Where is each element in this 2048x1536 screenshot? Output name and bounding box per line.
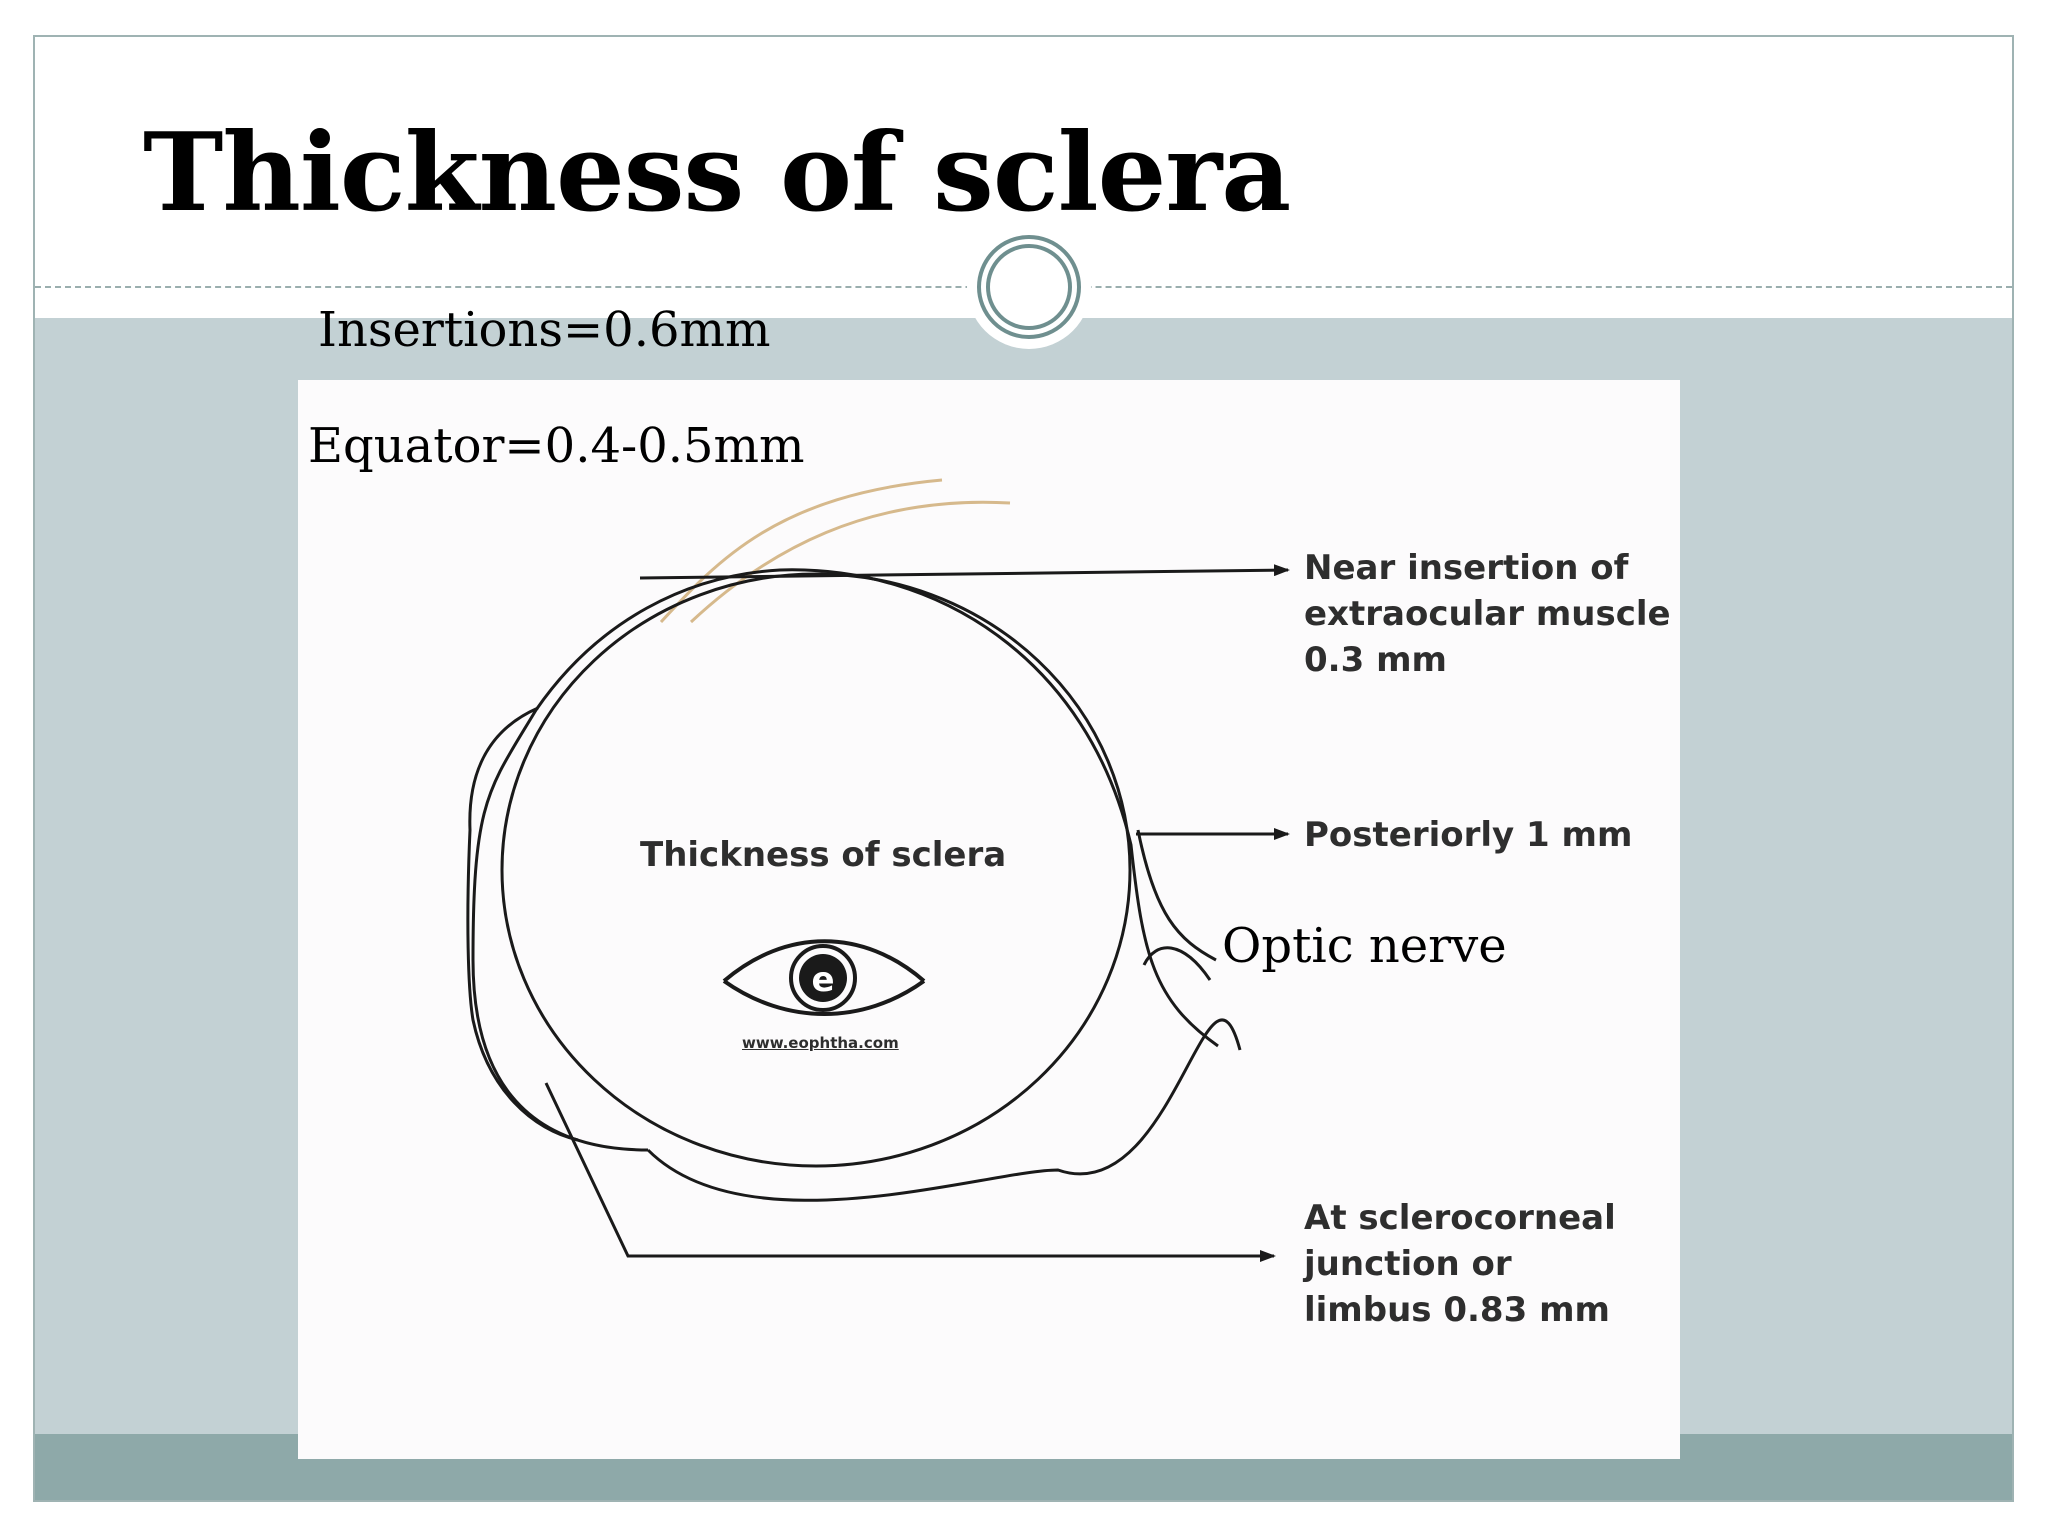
slide-title: Thickness of sclera bbox=[143, 110, 1291, 236]
callout-line: Posteriorly 1 mm bbox=[1304, 815, 1633, 855]
equator-note: Equator=0.4-0.5mm bbox=[308, 418, 805, 474]
arrow-near-insertion bbox=[639, 564, 1290, 580]
cornea-outer-outline bbox=[466, 706, 579, 1142]
sclera-inner-outline bbox=[500, 572, 1132, 1168]
callout-line: At sclerocorneal bbox=[1304, 1198, 1616, 1238]
sclera-diagram: e bbox=[466, 478, 1290, 1262]
eye-logo-icon: e bbox=[722, 939, 926, 1016]
svg-text:e: e bbox=[811, 960, 834, 1000]
callout-line: Near insertion of bbox=[1304, 548, 1629, 588]
diagram-panel: e Equator=0.4-0.5mm Near insertion of ex… bbox=[298, 380, 1680, 1459]
callout-line: 0.3 mm bbox=[1304, 640, 1447, 680]
callout-line: limbus 0.83 mm bbox=[1304, 1290, 1610, 1330]
arrow-limbus bbox=[544, 1082, 1276, 1262]
callout-line: junction or bbox=[1304, 1244, 1512, 1284]
optic-nerve-lower bbox=[1142, 946, 1212, 981]
divider-ring-icon bbox=[967, 225, 1091, 349]
insertions-note: Insertions=0.6mm bbox=[318, 302, 771, 358]
optic-nerve-upper bbox=[1136, 829, 1217, 962]
callout-line: extraocular muscle bbox=[1304, 594, 1671, 634]
sclera-outer-outline bbox=[471, 568, 1242, 1202]
optic-nerve-label: Optic nerve bbox=[1222, 918, 1507, 974]
callout-posteriorly: Posteriorly 1 mm bbox=[1304, 812, 1632, 858]
callout-near-insertion: Near insertion of extraocular muscle 0.3… bbox=[1304, 545, 1671, 683]
logo-url-text: www.eophtha.com bbox=[742, 1034, 899, 1052]
extraocular-muscle-line bbox=[689, 500, 1011, 624]
extraocular-muscle-line bbox=[659, 478, 943, 624]
diagram-center-label: Thickness of sclera bbox=[640, 835, 1007, 875]
callout-limbus: At sclerocorneal junction or limbus 0.83… bbox=[1304, 1195, 1616, 1333]
